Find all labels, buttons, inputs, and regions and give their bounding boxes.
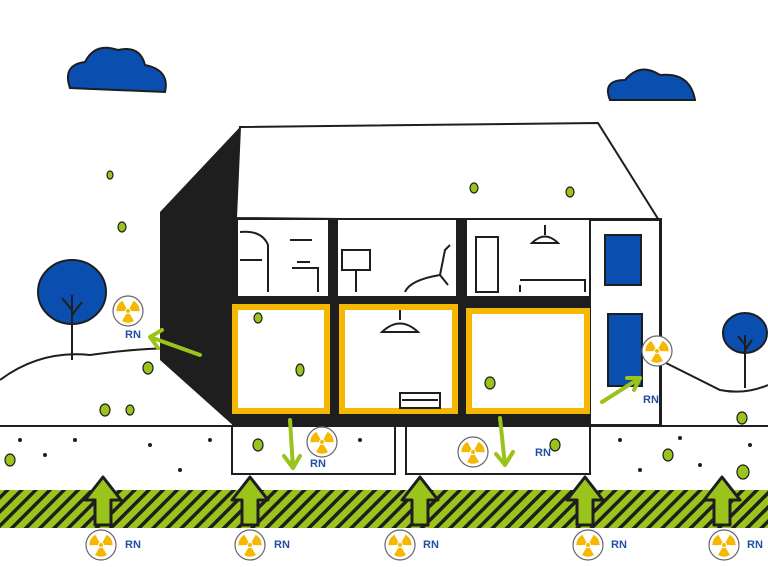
radon-label: RN [643, 394, 659, 406]
radon-label: RN [125, 539, 141, 551]
cloud [606, 68, 697, 101]
tree-left [37, 259, 107, 360]
lower-room [232, 304, 330, 414]
door [607, 313, 643, 387]
radiation-icon [457, 436, 489, 468]
radon-particles [4, 170, 750, 480]
lower-room [466, 308, 590, 414]
radiation-icon [112, 295, 144, 327]
radiation-icon [85, 529, 117, 561]
upper-room [338, 220, 456, 296]
hill-line [659, 359, 768, 393]
radiation-icon [384, 529, 416, 561]
radon-flow-arrows [148, 328, 642, 470]
radiation-icon [708, 529, 740, 561]
radon-label: RN [747, 539, 763, 551]
roof [234, 121, 662, 224]
radon-label: RN [310, 458, 326, 470]
radiation-icon [572, 529, 604, 561]
bedrock-hatched [0, 490, 768, 528]
house-side-wall [160, 127, 240, 428]
radon-label: RN [535, 447, 551, 459]
radiation-icon [234, 529, 266, 561]
cloud [66, 46, 167, 94]
window [604, 234, 642, 286]
radon-label: RN [274, 539, 290, 551]
radon-label: RN [611, 539, 627, 551]
radiation-icon [306, 426, 338, 458]
soil-particles [18, 436, 752, 472]
basement-right [405, 425, 591, 475]
upper-room [467, 220, 589, 296]
tree-right [722, 312, 768, 388]
radon-label: RN [125, 329, 141, 341]
radiation-icon [641, 335, 673, 367]
radon-label: RN [423, 539, 439, 551]
